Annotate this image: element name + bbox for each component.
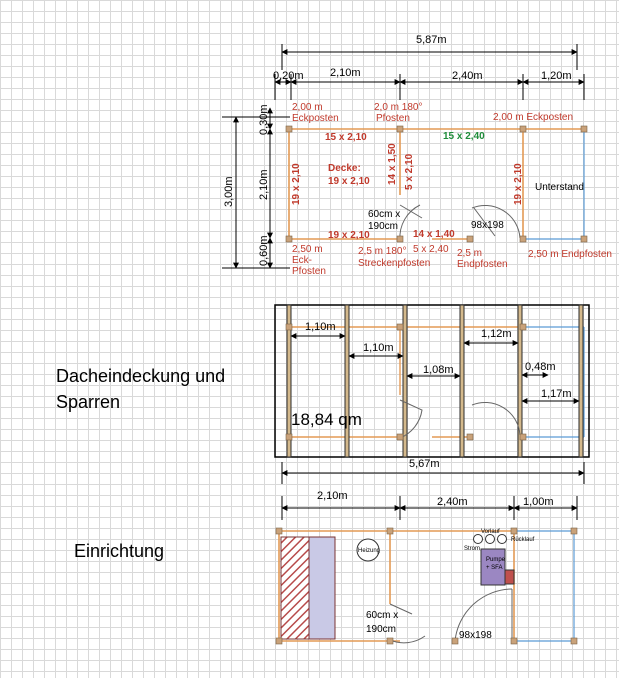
dim-total-label: 5,87m <box>416 34 447 46</box>
furn-w1: 2,10m <box>317 490 348 502</box>
floor-plan: 5,87m 0,20m 2,10m 2,40m 1,20m 3,00m 0,30… <box>222 34 612 277</box>
heater-label: Heizung <box>358 548 380 554</box>
roof-posts <box>285 323 527 441</box>
post-tr: 2,00 m Eckposten <box>493 112 573 123</box>
pipe-icon-2 <box>485 534 495 544</box>
pump-l1: Pumpe <box>486 557 506 563</box>
furn-doors <box>389 588 513 644</box>
furn-shelter <box>514 530 575 642</box>
post-tl-l2: Eckposten <box>292 113 339 124</box>
pump-controller <box>504 569 515 585</box>
post-bm2-l1: 5 x 2,40 <box>413 244 449 255</box>
roof-d2: 1,10m <box>363 342 394 354</box>
deck-l1: Decke: <box>328 163 361 174</box>
furnishing-heading: Einrichtung <box>74 541 164 561</box>
frame-beams <box>288 128 584 240</box>
roof-outline <box>274 304 590 458</box>
dim-seg-b: 2,10m <box>330 67 361 79</box>
beam-bottom-right: 14 x 1,40 <box>413 229 455 240</box>
furn-w2: 2,40m <box>437 496 468 508</box>
furn-posts <box>275 527 578 645</box>
dim-depth-total: 3,00m <box>223 176 235 207</box>
beam-bottom: 19 x 2,10 <box>328 230 370 241</box>
roof-d4: 1,12m <box>481 328 512 340</box>
furn-door-small-l2: 190cm <box>366 624 396 635</box>
post-bl-l2: Eck- <box>292 255 312 266</box>
post-bl-l1: 2,50 m <box>292 244 323 255</box>
post-bm2-l2: 2,5 m <box>457 248 482 259</box>
beam-top-right: 15 x 2,40 <box>443 131 485 142</box>
rafters <box>286 304 584 458</box>
post-tm-l1: 2,0 m 180° <box>374 102 422 113</box>
dim-depth-top: 0,30m <box>258 104 270 135</box>
pipe-icon-3 <box>497 534 507 544</box>
roof-doors <box>399 399 521 439</box>
door-large <box>471 204 521 239</box>
pump-l2: + SFA <box>486 565 503 571</box>
roof-heading-l2: Sparren <box>56 392 120 412</box>
roof-shelter <box>523 326 585 438</box>
posts <box>285 125 588 243</box>
dim-seg-d: 1,20m <box>541 70 572 82</box>
furn-w3: 1,00m <box>523 496 554 508</box>
furn-frame <box>278 530 515 642</box>
pipe-icon-1 <box>473 534 483 544</box>
post-br: 2,50 m Endpfosten <box>528 249 612 260</box>
roof-plan: Dacheindeckung und Sparren <box>56 304 590 484</box>
roof-d1: 1,10m <box>305 321 336 333</box>
furn-door-large: 98x198 <box>459 630 492 641</box>
flow-label: Vorlauf <box>481 529 500 535</box>
return-label: Rücklauf <box>511 537 535 543</box>
post-bm2-l3: Endpfosten <box>457 259 508 270</box>
beam-mid-b: 5 x 2,10 <box>404 153 415 190</box>
door-small-l1: 60cm x <box>368 209 400 220</box>
post-bl-l3: Pfosten <box>292 266 326 277</box>
dim-depth-bottom: 0,60m <box>258 235 270 266</box>
power-label: Strom <box>464 546 480 552</box>
roof-d5: 0,48m <box>525 361 556 373</box>
post-tl-l1: 2,00 m <box>292 102 323 113</box>
beam-right: 19 x 2,10 <box>513 163 524 205</box>
dim-depth-mid: 2,10m <box>258 169 270 200</box>
deck-l2: 19 x 2,10 <box>328 176 370 187</box>
furn-door-small-l1: 60cm x <box>366 610 398 621</box>
roof-area: 18,84 qm <box>291 410 362 429</box>
roof-total: 5,67m <box>409 458 440 470</box>
roof-d6: 1,17m <box>541 388 572 400</box>
beam-left: 19 x 2,10 <box>291 163 302 205</box>
roof-heading-l1: Dacheindeckung und <box>56 366 225 386</box>
bed-hatched <box>280 536 310 640</box>
door-small-l2: 190cm <box>368 221 398 232</box>
dim-seg-a: 0,20m <box>273 70 304 82</box>
bed-mattress <box>308 536 336 640</box>
beam-mid-a: 14 x 1,50 <box>387 143 398 185</box>
post-bm-l1: 2,5 m 180° <box>358 246 406 257</box>
dim-seg-c: 2,40m <box>452 70 483 82</box>
door-large-label: 98x198 <box>471 220 504 231</box>
roof-d3: 1,08m <box>423 364 454 376</box>
shelter-label: Unterstand <box>535 182 584 193</box>
heater-icon <box>356 538 380 562</box>
beam-top-left: 15 x 2,10 <box>325 132 367 143</box>
shelter-outline <box>523 129 585 240</box>
post-tm-l2: Pfosten <box>376 113 410 124</box>
furnishing-plan: Einrichtung 2,10m 2,40m 1,00m Heizung <box>74 490 578 645</box>
pump-box <box>480 548 506 586</box>
post-bm-l2: Streckenpfosten <box>358 258 430 269</box>
